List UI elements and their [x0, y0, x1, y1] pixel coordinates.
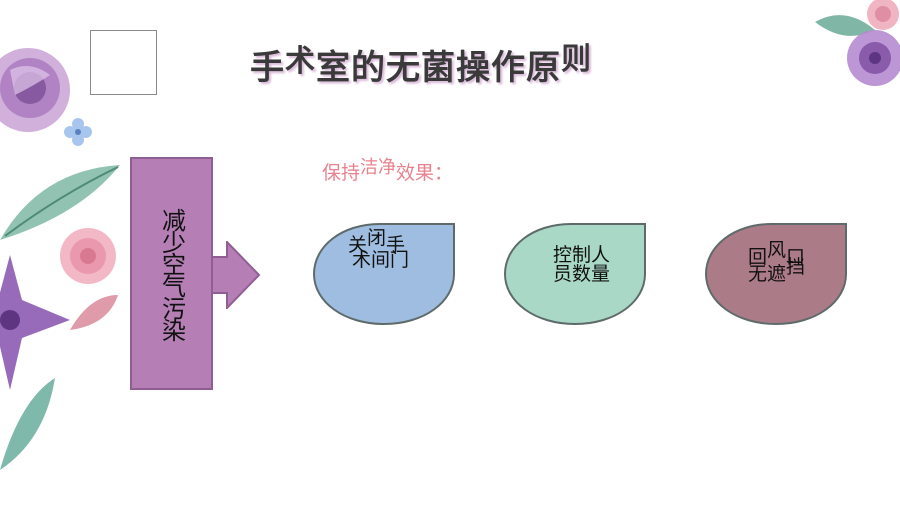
drop-label: 回风口 无遮挡 — [748, 239, 806, 286]
drop-shape — [312, 223, 455, 326]
title-text: 室的无菌操作原 — [316, 48, 561, 88]
drop-label-part: 闭 — [367, 227, 387, 249]
drop-shape — [503, 223, 646, 326]
drop-shape — [704, 223, 847, 326]
top-right-floral-decoration — [815, 0, 900, 86]
right-arrow-icon — [211, 241, 261, 309]
category-label-box: 减少空气污染 — [130, 157, 213, 390]
drop-label-part: 口 — [786, 246, 806, 268]
drop-label-part: 员数量 — [553, 263, 611, 285]
title-char: 术 — [285, 44, 316, 79]
green-leaf-icon — [0, 165, 120, 240]
title-char: 则 — [561, 42, 592, 77]
drop-label-part: 回 — [748, 246, 768, 268]
subtitle: 保持洁净效果： — [322, 157, 454, 185]
drop-label-part: 无遮 — [748, 263, 787, 285]
subtitle-part: 保持 — [322, 162, 361, 184]
image-placeholder-box — [90, 30, 157, 95]
purple-star-flower-icon — [0, 255, 70, 390]
green-leaf-icon — [815, 15, 875, 36]
green-leaf-icon — [0, 378, 55, 470]
pink-rose-icon — [60, 228, 116, 284]
subtitle-part: 效果： — [396, 162, 454, 184]
subtitle-part: 洁净 — [360, 157, 397, 178]
purple-rose-icon — [847, 30, 900, 86]
drop-label-part: 控制人 — [553, 244, 611, 266]
page-title: 手术室的无菌操作原则 — [250, 40, 592, 100]
drop-label-part: 关 — [348, 234, 368, 256]
purple-rose-icon — [0, 48, 70, 132]
drop-label: 关闭手 术间门 — [348, 227, 410, 272]
drop-label-part: 风 — [767, 239, 787, 261]
drop-label: 控制人 员数量 — [553, 244, 610, 286]
pink-rose-icon — [867, 0, 899, 30]
drop-label-part: 手 — [386, 234, 406, 256]
drop-label-part: 挡 — [786, 256, 806, 278]
category-label-text: 减少空气污染 — [157, 207, 186, 340]
title-char: 手 — [250, 48, 285, 88]
drop-label-part: 术间门 — [352, 249, 410, 271]
left-floral-decoration — [0, 48, 120, 470]
blue-flower-icon — [64, 118, 92, 146]
pink-leaf-icon — [70, 295, 118, 330]
